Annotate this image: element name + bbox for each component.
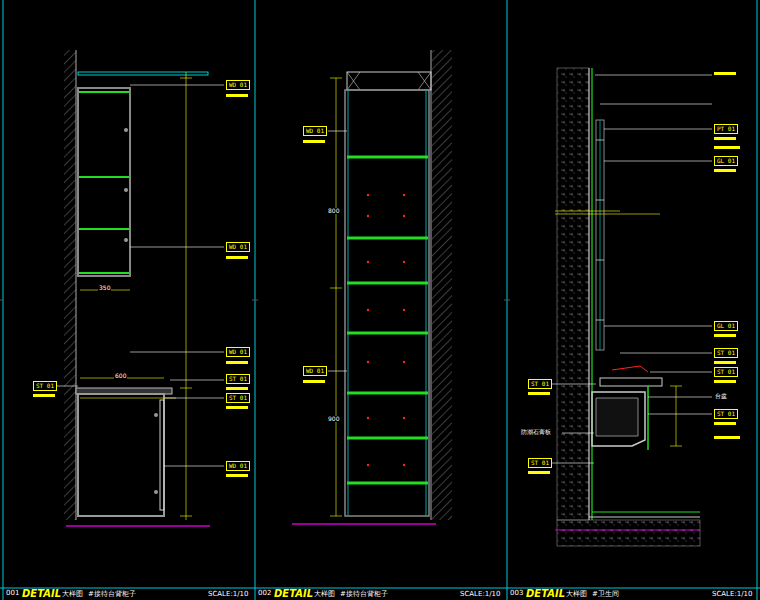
callout-tag: WD 01 [226, 80, 250, 90]
callout-tag: ST 01 [528, 379, 552, 389]
label-text: #卫生间 [592, 591, 619, 598]
callout-tag: WD 01 [303, 126, 327, 136]
label-text: #接待台背柜子 [340, 591, 388, 598]
label-text: 台盆 [714, 393, 728, 399]
dimension-text: 900 [327, 416, 340, 422]
label-text: SCALE:1/10 [460, 591, 501, 598]
callout-tag: WD 01 [303, 366, 327, 376]
callout-tag: WD 01 [226, 347, 250, 357]
callout-tag: ST 01 [528, 458, 552, 468]
label-text: 001 [6, 590, 19, 597]
callout-tag: ST 01 [226, 393, 250, 403]
callout-tag: ST 01 [226, 374, 250, 384]
callout-tag: WD 01 [226, 461, 250, 471]
callout-tag: WD 01 [226, 242, 250, 252]
dimension-text: 350 [98, 285, 111, 291]
label-text: 002 [258, 590, 271, 597]
callout-tag: ST 01 [714, 367, 738, 377]
dimension-text: 600 [114, 373, 127, 379]
callout-tag: GL 01 [714, 321, 738, 331]
label-text: #接待台背柜子 [88, 591, 136, 598]
label-text: 大样图 [62, 591, 83, 598]
callout-tag: ST 01 [33, 381, 57, 391]
label-text: 防潮石膏板 [520, 429, 552, 435]
label-text: 大样图 [566, 591, 587, 598]
callout-tag: PT 01 [714, 124, 738, 134]
label-text: SCALE:1/10 [208, 591, 249, 598]
label-text: SCALE:1/10 [712, 591, 753, 598]
label-text: 003 [510, 590, 523, 597]
callout-tag: ST 01 [714, 348, 738, 358]
callout-tag: GL 01 [714, 156, 738, 166]
dimension-text: 800 [327, 208, 340, 214]
label-text: DETAIL [22, 589, 61, 599]
label-text: 大样图 [314, 591, 335, 598]
label-text: DETAIL [274, 589, 313, 599]
label-text: DETAIL [526, 589, 565, 599]
callout-tag: ST 01 [714, 409, 738, 419]
